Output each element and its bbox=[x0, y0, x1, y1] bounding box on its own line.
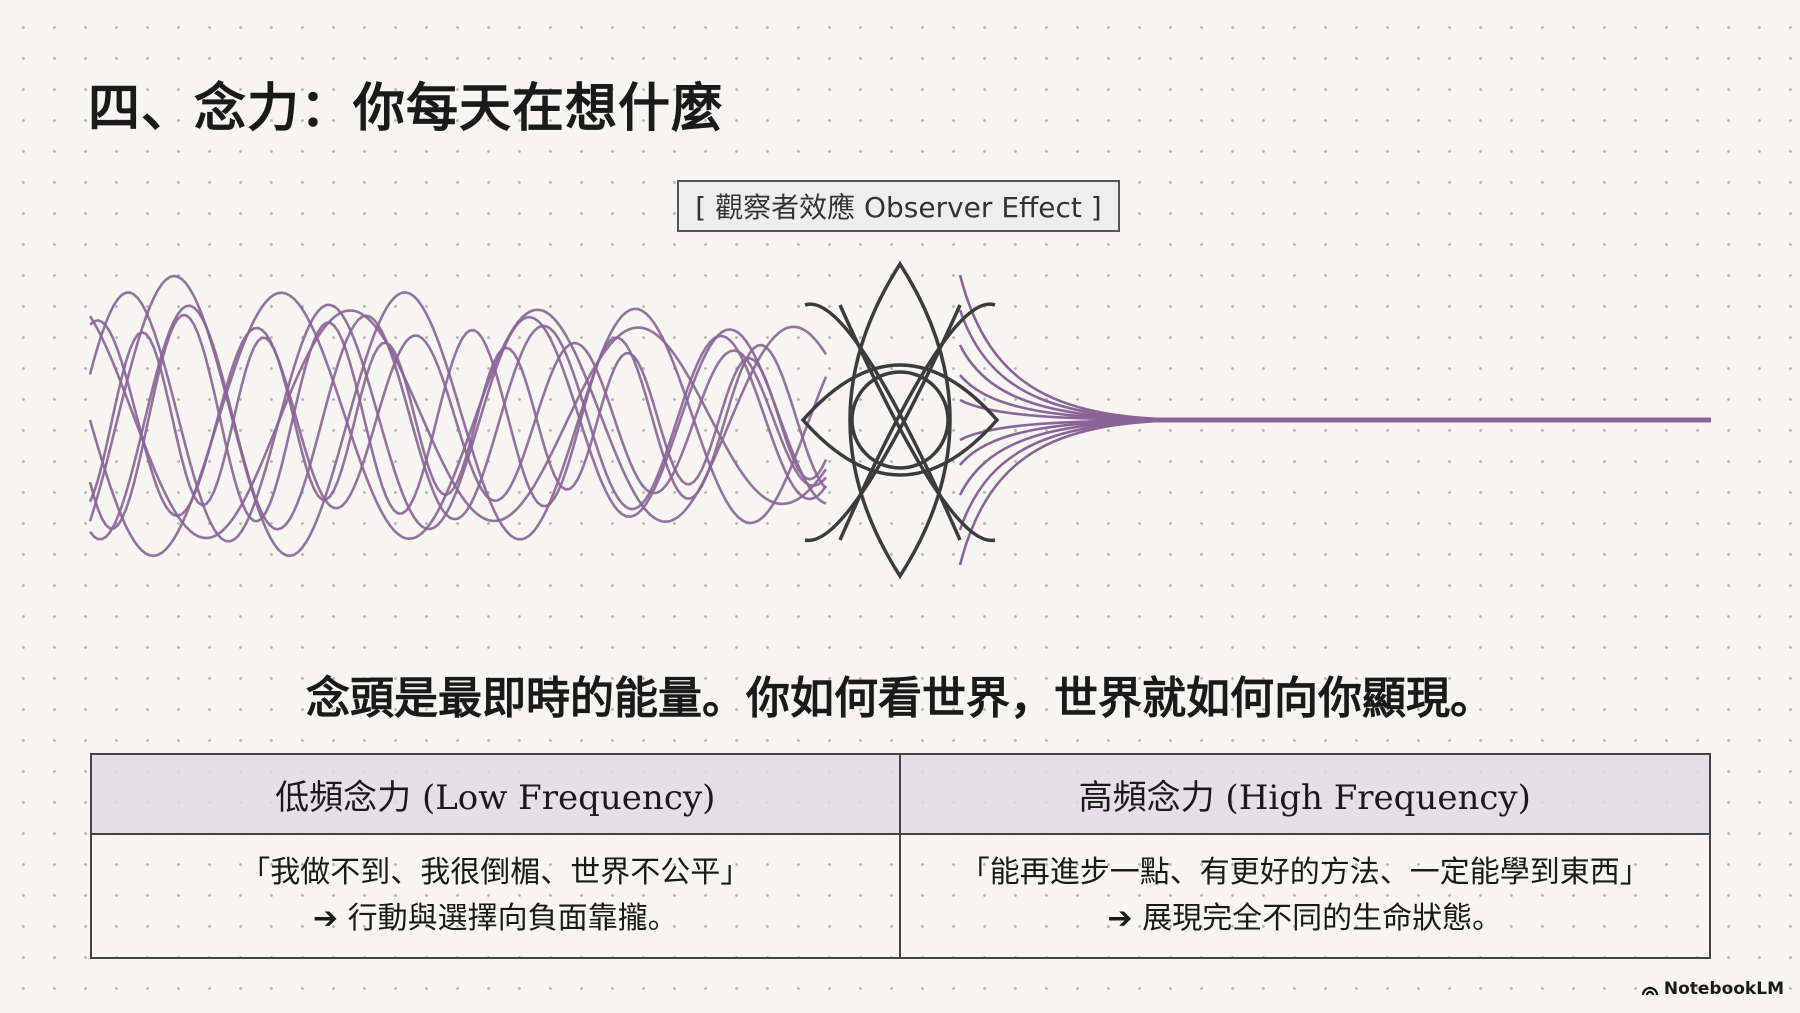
notebooklm-icon bbox=[1641, 986, 1658, 996]
frequency-comparison-table: 低頻念力 (Low Frequency) 高頻念力 (High Frequenc… bbox=[90, 753, 1711, 959]
wave-line bbox=[88, 314, 827, 530]
wave-line bbox=[88, 291, 827, 543]
wave-line bbox=[88, 330, 828, 507]
wave-line bbox=[88, 274, 828, 558]
wave-line bbox=[89, 319, 827, 518]
logo-text: NotebookLM bbox=[1663, 979, 1784, 999]
key-statement: 念頭是最即時的能量。你如何看世界，世界就如何向你顯現。 bbox=[306, 673, 1494, 724]
chaotic-waves bbox=[88, 274, 828, 558]
high-quote: 「能再進步一點、有更好的方法、一定能學到東西」 bbox=[959, 855, 1650, 890]
header-low-frequency: 低頻念力 (Low Frequency) bbox=[92, 755, 901, 835]
low-result: ➔ 行動與選擇向負面靠攏。 bbox=[312, 901, 678, 936]
slide-title: 四、念力：你每天在想什麼 bbox=[88, 79, 725, 139]
observer-effect-label: [ 觀察者效應 Observer Effect ] bbox=[677, 180, 1120, 232]
observer-effect-illustration bbox=[88, 260, 1711, 580]
notebooklm-logo: NotebookLM bbox=[1641, 979, 1784, 999]
low-quote: 「我做不到、我很倒楣、世界不公平」 bbox=[240, 855, 751, 890]
high-result: ➔ 展現完全不同的生命狀態。 bbox=[1107, 901, 1503, 936]
converging-lines bbox=[958, 274, 1711, 566]
cell-low-frequency: 「我做不到、我很倒楣、世界不公平」 ➔ 行動與選擇向負面靠攏。 bbox=[92, 835, 901, 957]
eye-icon bbox=[800, 260, 1000, 580]
header-high-frequency: 高頻念力 (High Frequency) bbox=[900, 755, 1709, 835]
wave-line bbox=[88, 309, 828, 540]
converging-line bbox=[958, 309, 1201, 422]
converging-line bbox=[958, 418, 1201, 566]
converging-line bbox=[958, 418, 1201, 531]
cell-high-frequency: 「能再進步一點、有更好的方法、一定能學到東西」 ➔ 展現完全不同的生命狀態。 bbox=[901, 835, 1710, 957]
